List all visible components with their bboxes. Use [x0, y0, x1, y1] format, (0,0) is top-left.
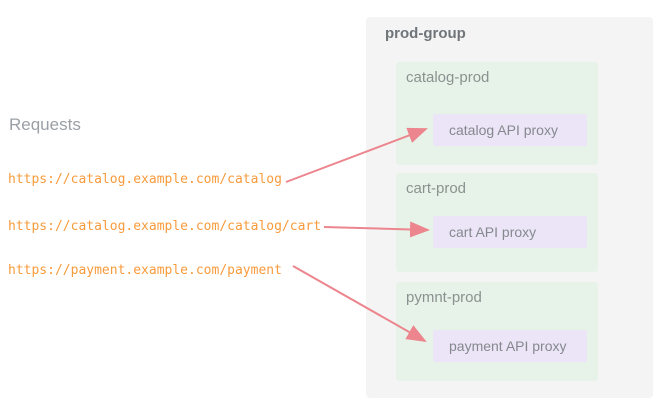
- api-proxy-payment: payment API proxy: [433, 330, 587, 362]
- api-proxy-cart: cart API proxy: [433, 216, 587, 248]
- environment-label: cart-prod: [406, 180, 467, 197]
- request-url-catalog: https://catalog.example.com/catalog: [8, 172, 282, 187]
- group-title: prod-group: [385, 25, 466, 42]
- request-url-payment: https://payment.example.com/payment: [8, 263, 282, 278]
- api-proxy-catalog: catalog API proxy: [433, 114, 587, 146]
- environment-label: pymnt-prod: [406, 289, 482, 306]
- request-url-catalog-cart: https://catalog.example.com/catalog/cart: [8, 219, 322, 234]
- environment-label: catalog-prod: [406, 69, 490, 86]
- environment-pymnt-prod: pymnt-prod payment API proxy: [396, 282, 598, 381]
- requests-heading: Requests: [9, 115, 81, 134]
- environment-catalog-prod: catalog-prod catalog API proxy: [396, 62, 598, 165]
- environment-cart-prod: cart-prod cart API proxy: [396, 173, 598, 272]
- environment-group-prod-group: prod-group catalog-prod catalog API prox…: [366, 17, 653, 398]
